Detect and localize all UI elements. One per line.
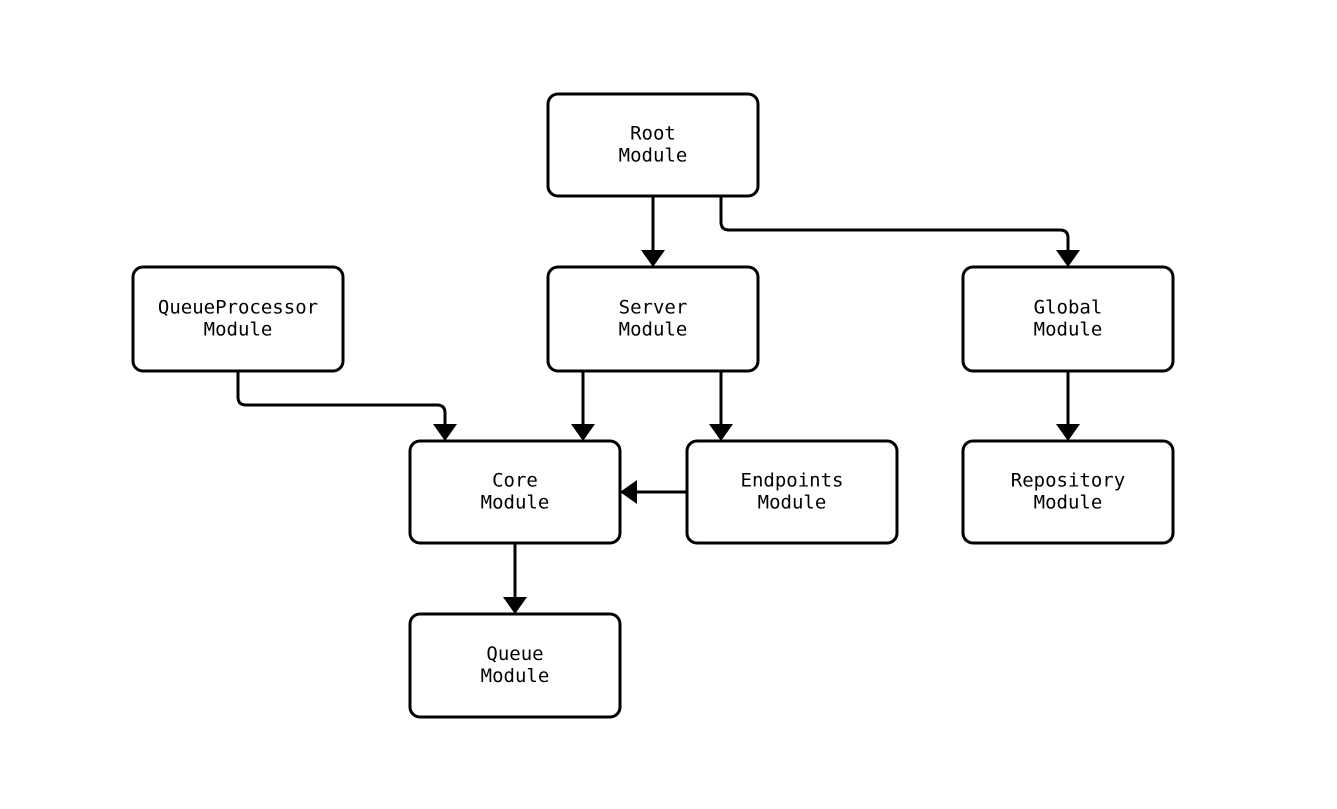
core-module-node-label-line-1: Core: [492, 470, 538, 492]
edge-root-to-server-arrowhead: [641, 250, 665, 267]
nodes-layer: RootModuleQueueProcessorModuleServerModu…: [131, 92, 1175, 719]
edge-core-to-queue-arrowhead: [503, 597, 527, 614]
edges-layer: [236, 196, 1080, 614]
edge-endpoints-to-core: [620, 480, 687, 504]
queue-module-node-box[interactable]: [408, 612, 622, 719]
edge-root-to-global-arrowhead: [1056, 250, 1080, 267]
server-module-node-label-line-2: Module: [619, 319, 688, 341]
root-module-node-box[interactable]: [546, 92, 760, 198]
edge-root-to-global-line: [719, 196, 1070, 252]
queueprocessor-module-node-label-line-1: QueueProcessor: [158, 297, 318, 319]
repository-module-node-box[interactable]: [961, 439, 1175, 545]
edge-core-to-queue: [503, 543, 527, 614]
core-module-node-label-line-2: Module: [481, 492, 550, 514]
edge-root-to-server: [641, 196, 665, 267]
edge-server-to-core-arrowhead: [571, 424, 595, 441]
root-module-node-label-line-2: Module: [619, 145, 688, 167]
root-module-node-label-line-1: Root: [630, 123, 676, 145]
queue-module-node-label-line-2: Module: [481, 665, 550, 687]
edge-global-to-repository: [1056, 371, 1080, 441]
core-module-node-box[interactable]: [408, 439, 622, 545]
global-module-node-label-line-2: Module: [1034, 319, 1103, 341]
global-module-node-label-line-1: Global: [1034, 297, 1103, 319]
edge-queueprocessor-to-core: [236, 371, 457, 441]
server-module-node-label-line-1: Server: [619, 297, 688, 319]
edge-server-to-core: [571, 371, 595, 441]
repository-module-node-label-line-1: Repository: [1011, 470, 1125, 492]
edge-server-to-endpoints: [709, 371, 733, 441]
edge-queueprocessor-to-core-line: [236, 371, 447, 426]
edge-global-to-repository-arrowhead: [1056, 424, 1080, 441]
repository-module-node-label-line-2: Module: [1034, 492, 1103, 514]
endpoints-module-node-label-line-1: Endpoints: [741, 470, 844, 492]
queue-module-node-label-line-1: Queue: [486, 643, 543, 665]
endpoints-module-node-label-line-2: Module: [758, 492, 827, 514]
server-module-node-box[interactable]: [546, 265, 760, 373]
global-module-node-box[interactable]: [961, 265, 1175, 373]
queueprocessor-module-node-label-line-2: Module: [204, 319, 273, 341]
edge-queueprocessor-to-core-arrowhead: [433, 424, 457, 441]
queueprocessor-module-node-box[interactable]: [131, 265, 345, 373]
edge-endpoints-to-core-arrowhead: [620, 480, 637, 504]
endpoints-module-node-box[interactable]: [685, 439, 899, 545]
edge-root-to-global: [719, 196, 1080, 267]
edge-server-to-endpoints-arrowhead: [709, 424, 733, 441]
